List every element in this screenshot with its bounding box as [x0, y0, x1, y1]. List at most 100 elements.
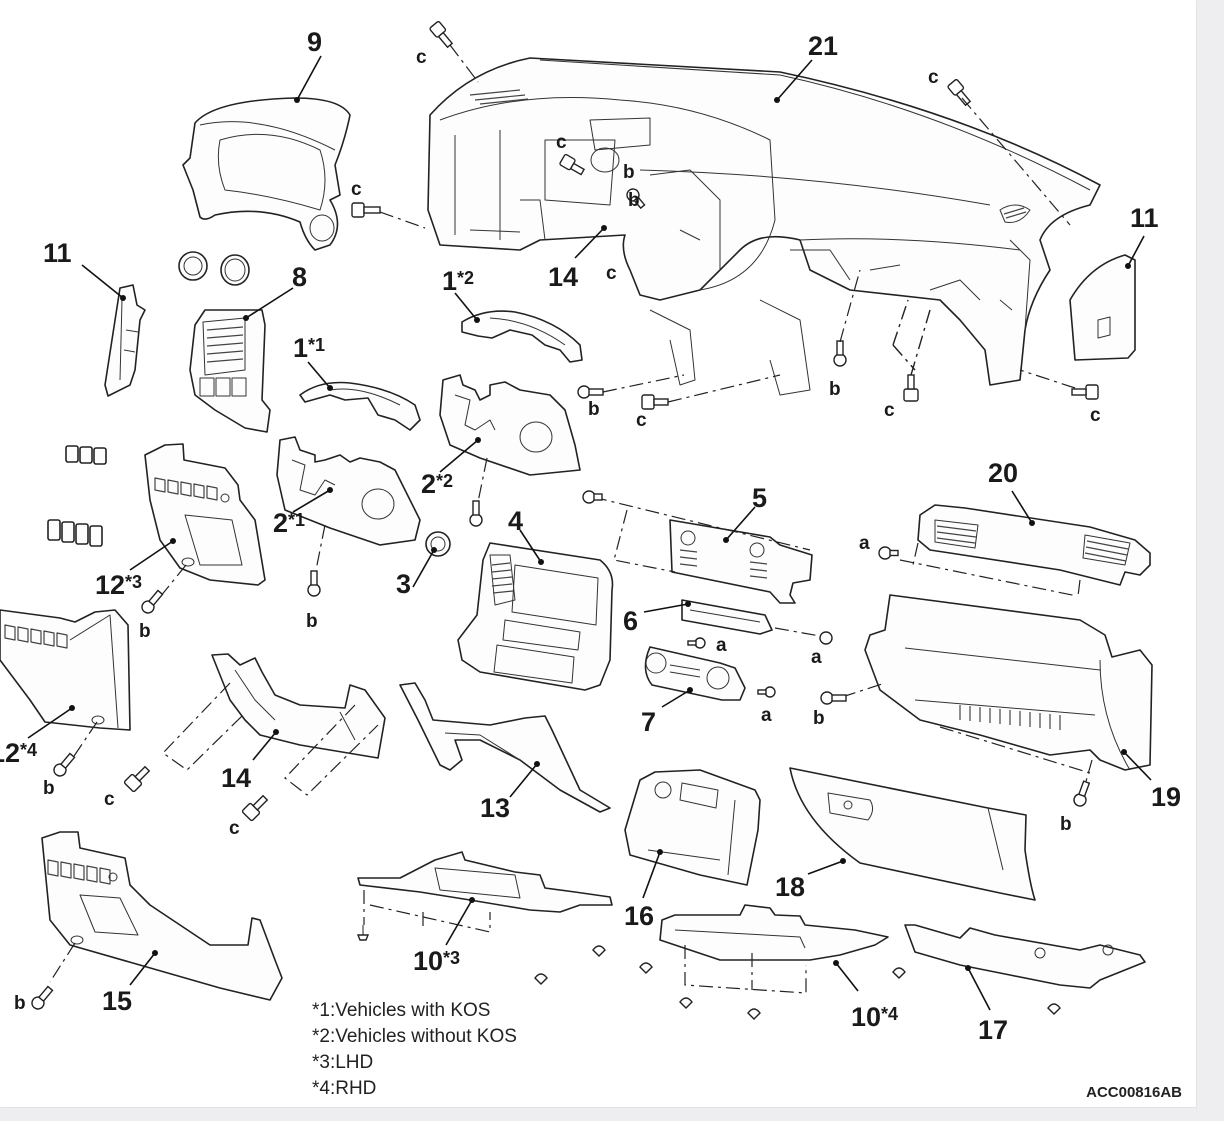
fastener-line	[284, 704, 379, 796]
leader-9	[296, 55, 322, 101]
part-2-lower-column-cover-no-kos	[439, 374, 581, 476]
drawing-code: ACC00816AB	[1086, 1084, 1182, 1101]
callout-12-lhd: 12*3	[95, 570, 143, 600]
callout-12-rhd: 12*4	[0, 738, 38, 768]
footnotes: *1:Vehicles with KOS *2:Vehicles without…	[312, 998, 517, 1102]
bolt-icon	[559, 153, 586, 176]
callout-18: 18	[775, 872, 806, 902]
fastener-letter: c	[104, 789, 115, 810]
fastener-letter: c	[884, 400, 895, 421]
fastener-line	[477, 457, 488, 503]
leader-dot-17	[965, 965, 971, 971]
screw-icon	[878, 546, 899, 560]
part-12-knee-cover-rhd	[0, 609, 131, 731]
leader-12l	[129, 540, 174, 571]
leader-dot-11b	[1125, 263, 1131, 269]
screw-icon	[53, 752, 76, 777]
part-5-audio-unit	[669, 519, 813, 604]
leader-dot-14b	[273, 729, 279, 735]
part-1-upper-column-cover-kos	[299, 381, 421, 431]
leader-8	[245, 287, 294, 319]
leader-7	[661, 689, 691, 708]
fastener-letter: a	[811, 647, 822, 668]
fastener-letter: c	[606, 263, 617, 284]
bolt-icon	[241, 794, 269, 822]
callout-11-right: 11	[1130, 203, 1159, 233]
part-20-passenger-vent	[917, 504, 1151, 586]
leader-dot-21	[774, 97, 780, 103]
fastener-line	[69, 721, 98, 763]
part-9-meter-hood	[182, 97, 351, 251]
fastener-letter: b	[43, 778, 55, 799]
footnote-2: *2:Vehicles without KOS	[312, 1026, 517, 1047]
callout-3: 3	[396, 569, 412, 599]
screw-icon	[141, 589, 164, 614]
screw-icon	[757, 686, 776, 698]
leader-10r	[835, 962, 859, 992]
fastener-letter: b	[623, 162, 635, 183]
leader-dot-8	[243, 315, 249, 321]
screw-icon	[819, 631, 833, 645]
part-11-left-side-cover	[104, 284, 146, 397]
leader-13	[509, 763, 538, 798]
leader-11b	[1127, 235, 1145, 267]
callout-14-lower: 14	[221, 763, 252, 793]
fastener-letter: c	[229, 818, 240, 839]
clip-icon	[1047, 1003, 1061, 1015]
footnote-1: *1:Vehicles with KOS	[312, 1000, 491, 1021]
leader-17	[967, 967, 991, 1011]
part-13-lower-center-cover	[399, 682, 611, 813]
exploded-diagram	[0, 21, 1153, 1020]
leader-21	[776, 59, 813, 101]
leader-dot-12l	[170, 538, 176, 544]
clip-icon	[892, 967, 906, 979]
callout-2-no-kos: 2*2	[421, 469, 454, 499]
callout-1-no-kos: 1*2	[442, 266, 475, 296]
fastener-letter: a	[761, 705, 772, 726]
callout-13: 13	[480, 793, 511, 823]
leader-10l	[445, 899, 473, 946]
callout-19: 19	[1151, 782, 1182, 812]
fastener-letter: b	[628, 190, 640, 211]
leader-14b	[252, 731, 277, 761]
callout-15: 15	[102, 986, 133, 1016]
leader-16	[642, 851, 661, 899]
leader-dot-4	[538, 559, 544, 565]
callout-4: 4	[508, 506, 524, 536]
clip-icon	[356, 925, 370, 941]
leader-1n	[454, 292, 478, 321]
leader-dot-3	[431, 547, 437, 553]
bolt-icon	[1071, 384, 1099, 400]
part-11-right-side-cover	[1069, 254, 1136, 361]
fastener-letter: c	[416, 47, 427, 68]
bolt-icon	[123, 765, 151, 793]
fastener-letter: a	[859, 533, 870, 554]
screw-icon	[577, 385, 604, 399]
leader-dot-6	[685, 601, 691, 607]
leader-3	[412, 549, 435, 588]
fastener-line	[841, 682, 1093, 786]
fastener-letter: b	[588, 399, 600, 420]
clip-icon	[534, 973, 548, 985]
fastener-letter: a	[716, 635, 727, 656]
part-3-ring	[425, 531, 451, 557]
screw-icon	[469, 500, 483, 527]
fastener-letter: c	[1090, 405, 1101, 426]
fastener-line	[49, 942, 76, 983]
leader-dot-18	[840, 858, 846, 864]
part-switch-cluster-small	[65, 445, 107, 465]
bolt-icon	[903, 374, 919, 402]
fastener-letter: b	[306, 611, 318, 632]
leader-1k	[307, 361, 331, 389]
screw-icon	[687, 637, 706, 649]
leader-dot-14a	[601, 225, 607, 231]
footnote-3: *3:LHD	[312, 1052, 374, 1073]
part-10-knee-airbag-rhd	[659, 904, 889, 961]
fasteners	[31, 21, 1099, 1020]
leader-14a	[574, 227, 605, 259]
leader-dot-7	[687, 687, 693, 693]
fastener-letter: c	[556, 132, 567, 153]
bolt-icon	[947, 79, 972, 107]
fastener-line	[315, 524, 326, 571]
screw-icon	[31, 985, 54, 1010]
